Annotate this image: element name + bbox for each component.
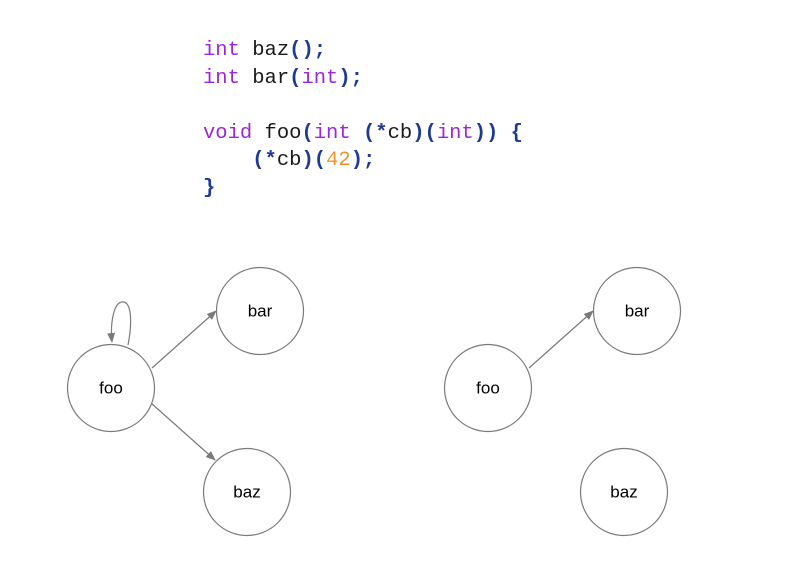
edge-foo-to-baz (150, 402, 216, 461)
semicolon: ; (313, 39, 327, 62)
keyword-void: void (203, 121, 253, 145)
code-line-bar-decl: int bar(int); (203, 65, 523, 93)
edge-foo-self-loop (107, 301, 132, 346)
paren-close: ) (301, 149, 314, 172)
code-line-closing-brace: } (203, 175, 523, 203)
node-foo: foo (66, 343, 156, 433)
code-snippet: int baz();int bar(int);void foo(int (*cb… (203, 37, 523, 202)
edge-foo-to-bar (528, 310, 594, 369)
paren-close: ) (486, 121, 499, 145)
semicolon: ; (363, 149, 376, 172)
node-baz-label: baz (233, 483, 260, 502)
paren-open: ( (362, 121, 376, 145)
brace-open: { (510, 121, 523, 145)
node-baz: baz (202, 447, 292, 537)
identifier-cb: cb (387, 121, 413, 145)
number-literal: 42 (326, 149, 351, 172)
node-foo-label: foo (476, 379, 500, 398)
pointer-star: * (264, 149, 277, 172)
semicolon: ; (350, 66, 363, 90)
paren-open: ( (289, 66, 302, 90)
paren-open: ( (252, 149, 265, 172)
paren-open: ( (289, 39, 302, 62)
call-graph-left: foo bar baz (66, 266, 305, 537)
paren-close: ) (412, 121, 425, 145)
paren-open: ( (313, 149, 327, 172)
node-bar-label: bar (625, 302, 650, 321)
code-line-baz-decl: int baz(); (203, 37, 523, 65)
node-bar: bar (215, 266, 305, 356)
node-foo-label: foo (99, 379, 123, 398)
code-line-foo-def: void foo(int (*cb)(int)) { (203, 120, 523, 148)
code-line-cb-call: (*cb)(42); (203, 147, 523, 175)
paren-close: ) (338, 66, 351, 90)
identifier-foo: foo (264, 121, 302, 145)
node-bar: bar (592, 266, 682, 356)
keyword-int: int (436, 121, 474, 145)
identifier-cb: cb (276, 149, 302, 172)
keyword-int: int (203, 66, 240, 90)
edge-foo-to-bar (151, 310, 217, 369)
identifier-baz: baz (252, 39, 290, 62)
paren-close: ) (301, 39, 314, 62)
keyword-int: int (301, 66, 339, 90)
node-baz-label: baz (610, 483, 637, 502)
keyword-int: int (203, 39, 240, 62)
identifier-bar: bar (252, 66, 290, 90)
pointer-star: * (375, 121, 388, 145)
node-baz: baz (579, 447, 669, 537)
paren-close: ) (473, 121, 487, 145)
brace-close: } (203, 176, 216, 200)
paren-open: ( (301, 121, 314, 145)
paren-close: ) (350, 149, 363, 172)
keyword-int: int (313, 121, 351, 145)
call-graph-right: foo bar baz (443, 266, 682, 537)
node-foo: foo (443, 343, 533, 433)
node-bar-label: bar (248, 302, 273, 321)
paren-open: ( (424, 121, 437, 145)
